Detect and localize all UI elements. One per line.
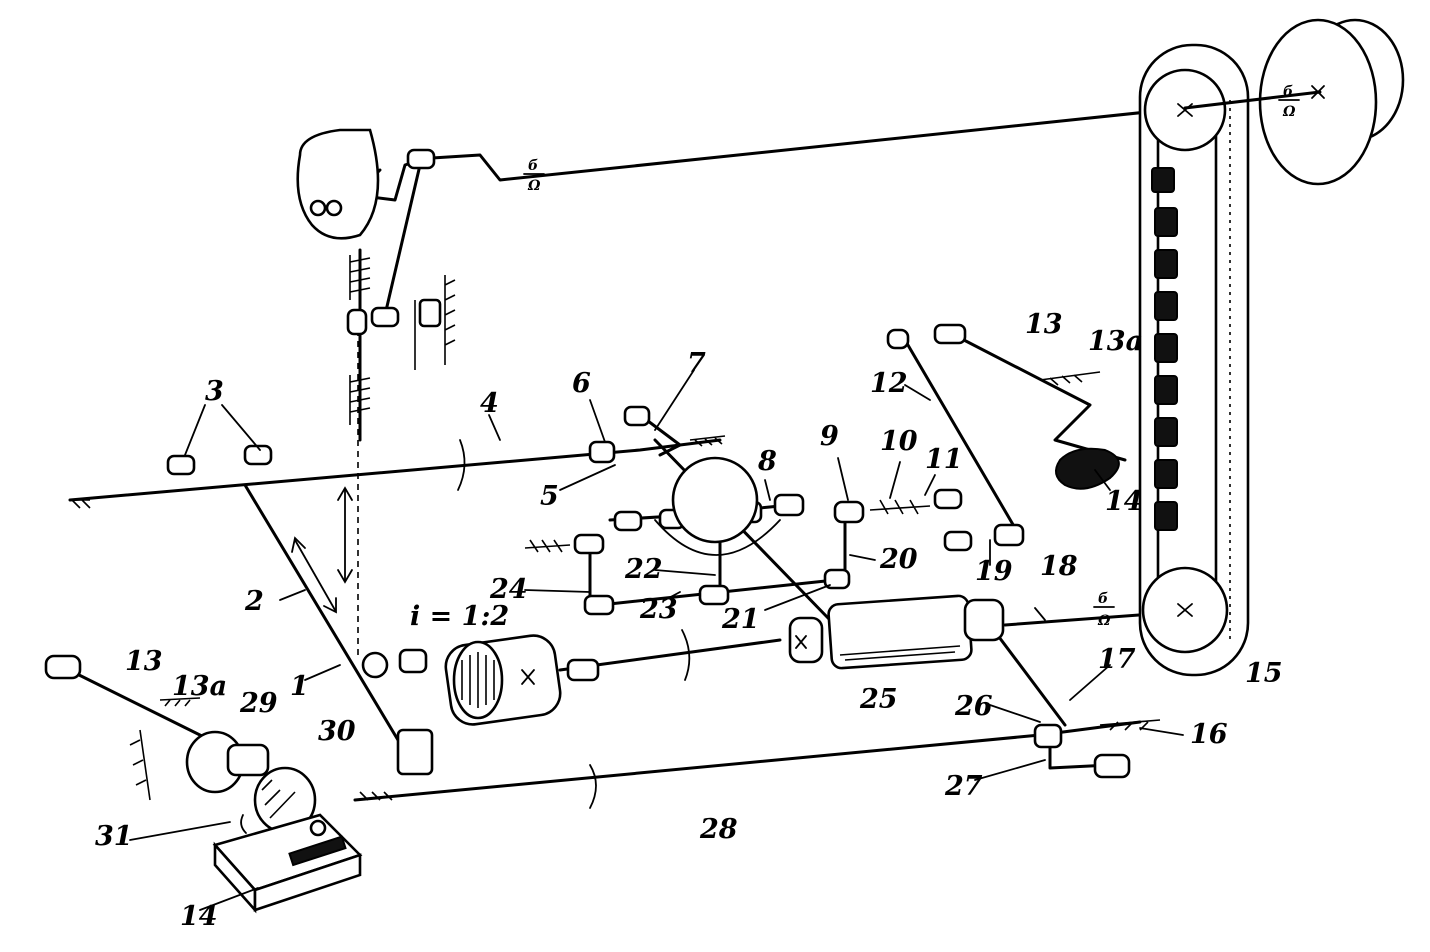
- label-13a-top: 13a: [1088, 326, 1143, 357]
- label-13-left: 13: [125, 646, 163, 677]
- label-28: 28: [699, 814, 738, 845]
- label-22: 22: [624, 554, 663, 585]
- label-26: 26: [954, 691, 993, 722]
- label-7: 7: [687, 348, 706, 379]
- label-9: 9: [820, 421, 839, 452]
- section-mark-low-den: Ω: [1097, 613, 1111, 629]
- label-11: 11: [925, 444, 963, 475]
- label-19: 19: [975, 556, 1013, 587]
- labels: 3 4 6 7 5 8 9 10 11 12 13 13a 14 15 16 1…: [95, 309, 1283, 932]
- chain-conveyor: [1138, 43, 1250, 677]
- label-8: 8: [757, 446, 777, 477]
- label-20: 20: [879, 544, 918, 575]
- label-10: 10: [880, 426, 918, 457]
- label-5: 5: [540, 481, 559, 512]
- leader-lines: [129, 369, 1184, 911]
- label-15: 15: [1245, 658, 1283, 689]
- cam-14: [1055, 447, 1120, 490]
- label-13a-left: 13a: [172, 671, 227, 702]
- label-30: 30: [318, 716, 356, 747]
- label-14-right: 14: [1105, 486, 1143, 517]
- label-4: 4: [480, 388, 499, 419]
- label-29: 29: [239, 688, 278, 719]
- label-14-motor: 14: [180, 901, 218, 932]
- label-1: 1: [290, 671, 309, 702]
- label-18: 18: [1040, 551, 1078, 582]
- label-23: 23: [639, 594, 678, 625]
- drum: [788, 594, 1005, 670]
- shaft-lines: [63, 106, 1187, 802]
- section-mark-top-den: Ω: [527, 178, 541, 194]
- differential: [654, 456, 781, 556]
- chain-links: [1151, 167, 1178, 531]
- section-mark-low-num: б: [1098, 591, 1108, 607]
- label-24: 24: [489, 574, 528, 605]
- section-mark-right-den: Ω: [1282, 104, 1296, 120]
- section-mark-right-num: б: [1283, 84, 1293, 100]
- label-16: 16: [1190, 719, 1228, 750]
- motor-assembly: [185, 730, 363, 914]
- label-17: 17: [1098, 644, 1136, 675]
- big-pulley: [1183, 18, 1405, 186]
- label-31: 31: [95, 821, 133, 852]
- rollers: [44, 148, 1131, 779]
- label-gear-ratio: i = 1:2: [410, 601, 509, 632]
- label-13-top: 13: [1025, 309, 1063, 340]
- spring-supports: [70, 255, 1161, 801]
- label-3: 3: [205, 376, 224, 407]
- label-25: 25: [859, 684, 898, 715]
- label-27: 27: [944, 771, 983, 802]
- gear-reducer: [444, 634, 562, 726]
- top-cam: [296, 128, 380, 240]
- section-marks: б Ω б Ω б Ω: [523, 84, 1300, 629]
- section-mark-top-num: б: [528, 158, 538, 174]
- label-21: 21: [721, 604, 760, 635]
- label-2: 2: [244, 586, 264, 617]
- label-12: 12: [870, 368, 908, 399]
- label-6: 6: [572, 368, 591, 399]
